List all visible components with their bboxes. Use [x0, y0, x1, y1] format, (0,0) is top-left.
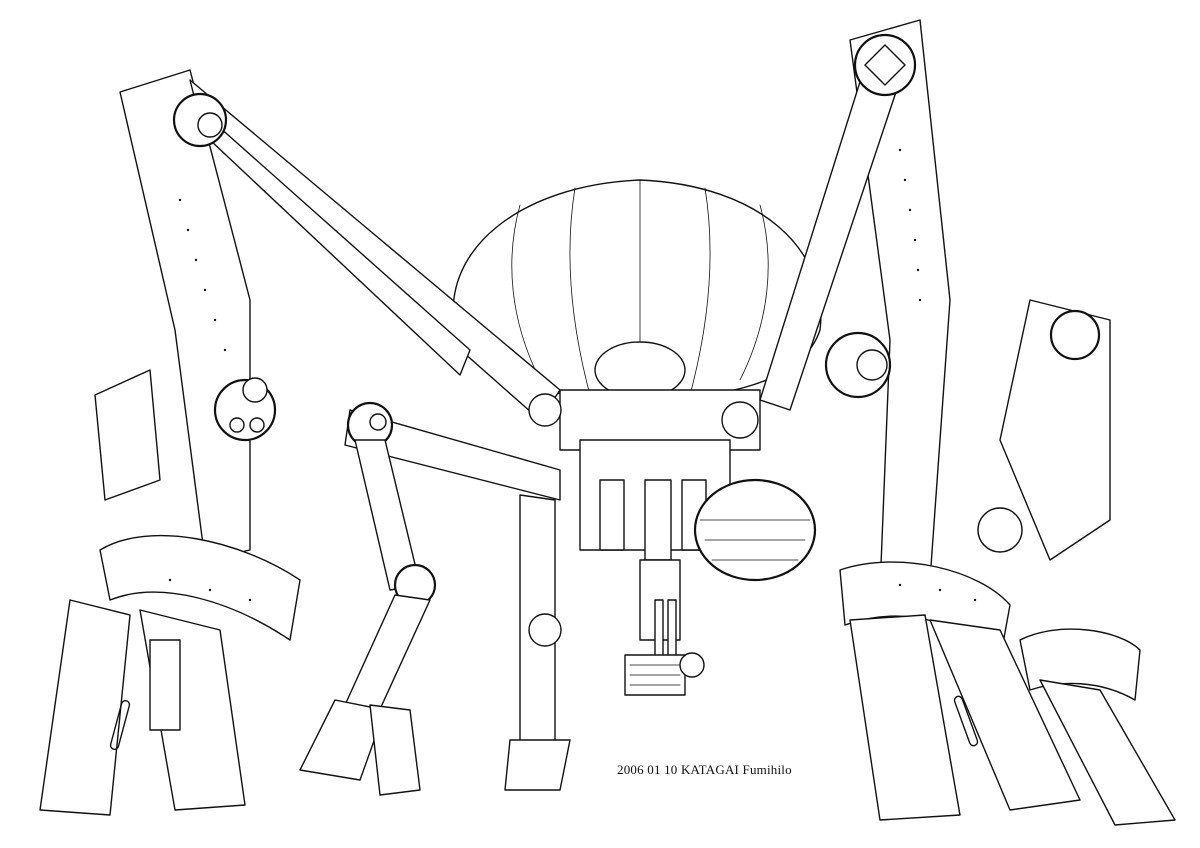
rear-right-leg: [759, 19, 1081, 821]
front-left-leg: [299, 401, 571, 796]
rivet-dots: [168, 148, 977, 602]
far-right-leg: [977, 299, 1176, 826]
rear-left-leg: [39, 69, 561, 816]
central-gondola: [528, 341, 817, 696]
artist-signature: 2006 01 10 KATAGAI Fumihilo: [617, 762, 792, 777]
